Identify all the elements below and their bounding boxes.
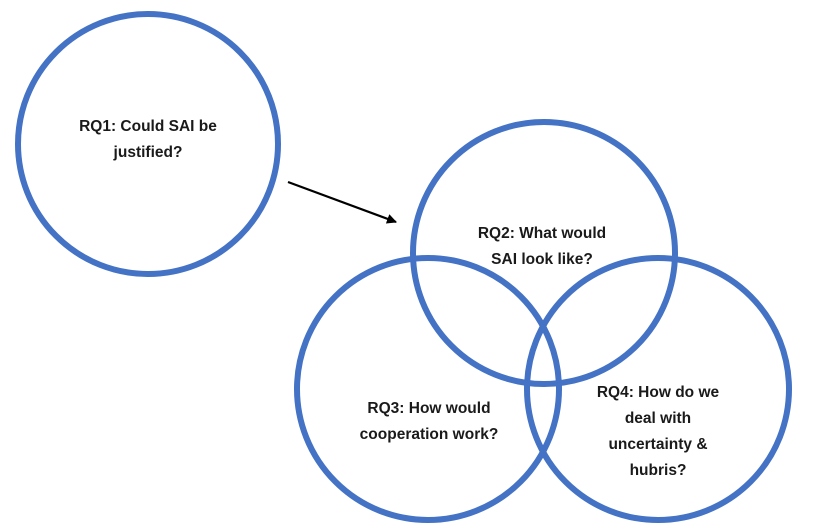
label-rq3: RQ3: How would cooperation work?	[339, 396, 519, 448]
label-rq2-line-1: RQ2: What would	[477, 225, 607, 242]
label-rq1: RQ1: Could SAI be justified?	[58, 114, 238, 166]
label-rq3-line-2: cooperation work?	[359, 426, 499, 443]
circle-rq1	[15, 11, 281, 277]
circle-rq3	[294, 255, 562, 523]
label-rq2: RQ2: What would SAI look like?	[452, 221, 632, 273]
label-rq1-line-2: justified?	[113, 144, 183, 161]
label-rq4-line-4: hubris?	[629, 462, 687, 479]
label-rq3-line-1: RQ3: How would	[367, 400, 491, 417]
circle-rq4	[524, 255, 792, 523]
label-rq4-line-3: uncertainty &	[608, 436, 708, 453]
label-rq4-line-2: deal with	[624, 410, 692, 427]
label-rq4: RQ4: How do we deal with uncertainty & h…	[568, 380, 748, 484]
circle-rq2	[410, 119, 678, 387]
label-rq4-line-1: RQ4: How do we	[596, 384, 720, 401]
label-rq1-line-1: RQ1: Could SAI be	[79, 118, 217, 135]
label-rq2-line-2: SAI look like?	[491, 251, 593, 268]
arrow-rq1-to-rq2	[287, 180, 397, 224]
